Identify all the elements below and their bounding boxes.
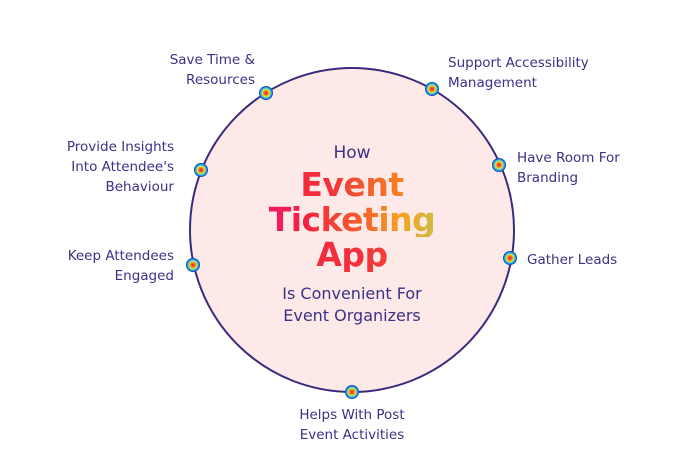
label-line: Have Room For (517, 150, 620, 166)
label-line: Engaged (114, 268, 174, 284)
label-line: Helps With Post (299, 407, 405, 423)
label-line: Resources (186, 72, 255, 88)
label-line: Management (448, 75, 537, 91)
label-line: Branding (517, 170, 579, 186)
benefit-engaged: Keep Attendees Engaged (68, 246, 174, 286)
label-line: Support Accessibility (448, 55, 589, 71)
marker-dot-icon (194, 163, 208, 177)
subtitle-line1: Is Convenient For (282, 284, 422, 303)
marker-dot-icon (425, 82, 439, 96)
benefit-save-time: Save Time & Resources (170, 50, 255, 90)
benefit-branding: Have Room For Branding (517, 148, 620, 188)
marker-dot-icon (503, 251, 517, 265)
marker-dot-icon (345, 385, 359, 399)
label-line: Gather Leads (527, 252, 618, 268)
marker-dot-icon (259, 86, 273, 100)
center-subtitle: Is Convenient For Event Organizers (232, 283, 472, 327)
benefit-accessibility: Support Accessibility Management (448, 53, 589, 93)
label-line: Keep Attendees (67, 248, 174, 264)
marker-dot-icon (492, 158, 506, 172)
title-event: Event (232, 167, 472, 202)
label-line: Event Activities (299, 427, 405, 443)
label-line: Save Time & (169, 52, 255, 68)
subtitle-line2: Event Organizers (283, 306, 421, 325)
title-ticketing: Ticketing (232, 202, 472, 237)
marker-dot-icon (186, 258, 200, 272)
center-how: How (333, 143, 371, 163)
benefit-post-event: Helps With Post Event Activities (252, 405, 452, 445)
benefit-insights: Provide Insights Into Attendee's Behavio… (67, 137, 174, 197)
label-line: Into Attendee's (71, 159, 174, 175)
benefit-leads: Gather Leads (527, 250, 617, 270)
title-app: App (232, 237, 472, 272)
label-line: Behaviour (105, 179, 174, 195)
label-line: Provide Insights (66, 139, 174, 155)
